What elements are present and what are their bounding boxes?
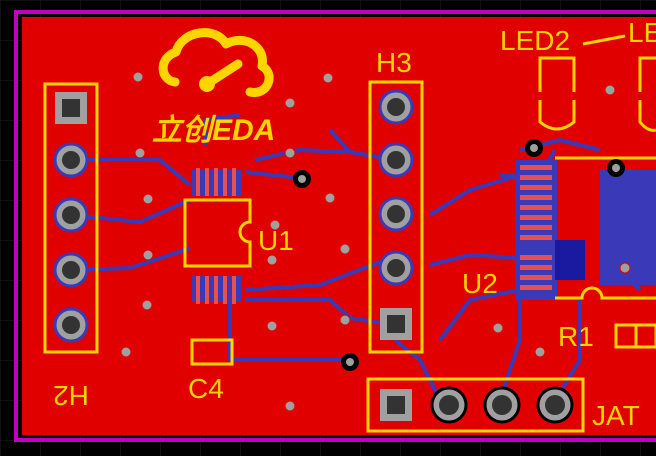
logo-text: 立创EDA — [152, 113, 275, 147]
u2-label: U2 — [462, 268, 498, 299]
vias — [120, 71, 631, 412]
led2-footprint[interactable] — [538, 56, 576, 131]
h2-header[interactable] — [43, 82, 99, 354]
lceda-cloud-icon — [158, 28, 274, 97]
jtag-header[interactable] — [366, 377, 585, 433]
u1-footprint[interactable] — [183, 168, 252, 304]
board-outline — [14, 10, 656, 442]
c4-label: C4 — [188, 373, 224, 404]
led2-label: LED2 — [500, 25, 570, 56]
h3-header[interactable] — [368, 80, 424, 354]
led-partial-footprint[interactable] — [638, 56, 656, 132]
jtag-label: JAT — [592, 400, 640, 431]
led-partial-label: LE — [628, 17, 656, 48]
u1-label: U1 — [258, 225, 294, 256]
r1-footprint[interactable] — [614, 323, 656, 349]
c4-footprint[interactable] — [190, 338, 234, 366]
h3-label: H3 — [376, 47, 412, 78]
h2-label: H2 — [53, 380, 89, 411]
r1-label: R1 — [558, 321, 594, 352]
